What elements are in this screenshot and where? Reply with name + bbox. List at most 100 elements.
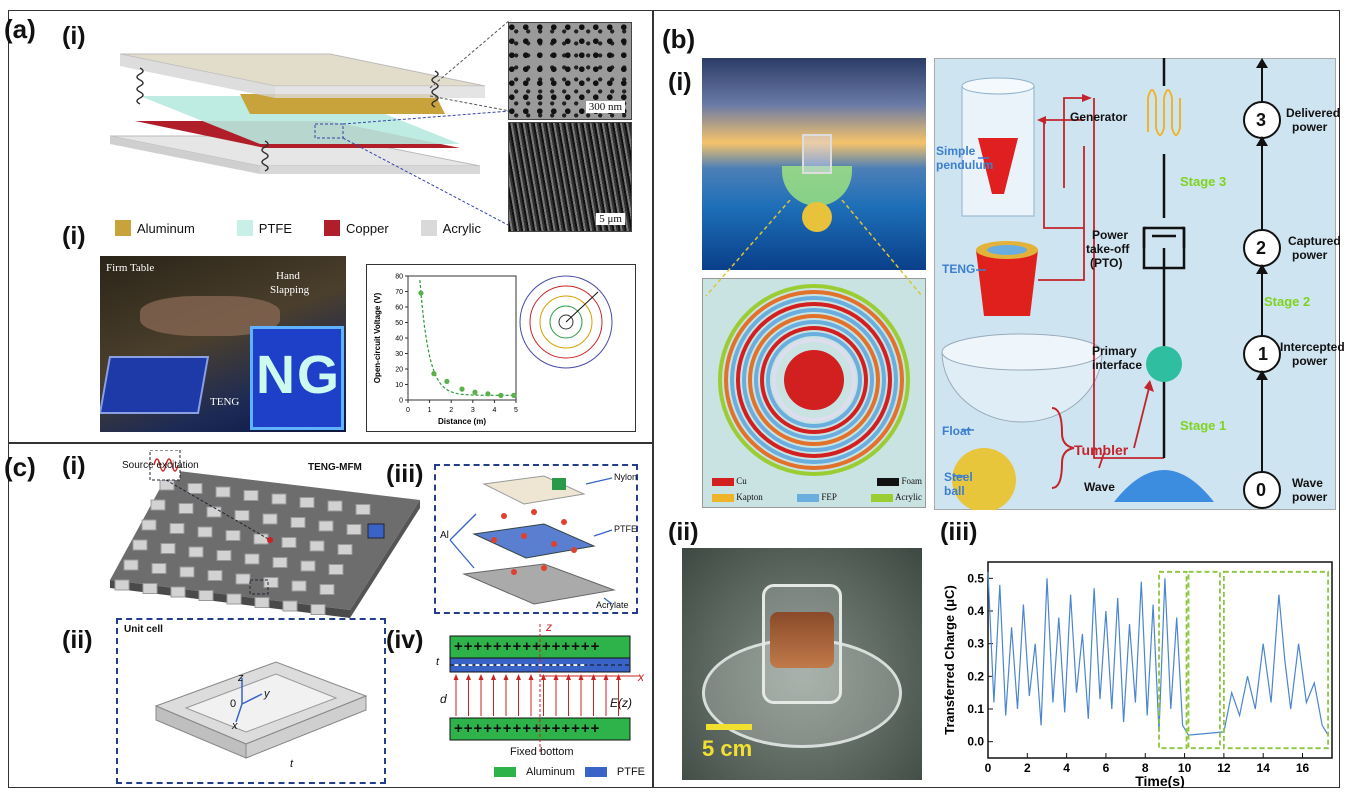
a-chart-ytick-label: 40: [395, 336, 403, 343]
c-grid-cell: [188, 546, 204, 558]
a-legend-label: Aluminum: [137, 220, 195, 236]
b-ii-scale-label: 5 cm: [702, 736, 753, 761]
b-rings-legend-label: Cu: [736, 476, 747, 486]
b-chart-highlight-box: [1158, 570, 1188, 750]
c-grid-cell: [327, 500, 343, 512]
a-sem-image-bottom: 5 μm: [508, 122, 632, 232]
a-chart-ytick-label: 50: [395, 320, 403, 327]
b-rings-legend-row: Kapton FEP Acrylic: [712, 492, 922, 502]
c-grid-cell: [142, 583, 158, 594]
c-axis-y: y: [264, 688, 270, 700]
a-legend-label: Copper: [346, 220, 389, 236]
c-axis-o: 0: [230, 698, 237, 710]
b-ii-photo: 5 cm: [682, 548, 922, 780]
c-grid-cell: [198, 590, 214, 601]
b-captured-1: Captured: [1288, 234, 1341, 248]
b-simple-1: Simple: [936, 144, 976, 158]
b-rings-legend-swatch: [712, 493, 734, 502]
c-axis-x: x: [232, 720, 238, 732]
c-iv-z: z: [546, 620, 552, 634]
a-chart-ytick-label: 70: [395, 289, 403, 296]
b-stage1: Stage 1: [1180, 418, 1227, 433]
b-chart-xtick-label: 6: [1103, 761, 1110, 775]
panel-label-c: (c): [4, 452, 36, 482]
a-chart-point: [511, 392, 517, 398]
a-chart-target-ring: [558, 314, 574, 330]
a-chart-point: [444, 378, 450, 384]
panel-label-b-ii: (ii): [668, 518, 699, 546]
a-sem-image-top: 300 nm: [508, 22, 632, 120]
a-photo-ng-text: NG: [256, 345, 341, 405]
b-pto-1: Power: [1092, 228, 1129, 242]
b-rings-legend-label: Foam: [901, 476, 922, 486]
b-teng-label: TENG: [942, 262, 976, 276]
c-grid-cell: [234, 510, 250, 521]
c-grid-cell: [309, 540, 325, 552]
c-grid-cell: [141, 519, 157, 531]
c-ptfe-label: PTFE: [614, 524, 638, 534]
c-t0-label: t: [290, 758, 294, 770]
c-grid-cell: [355, 504, 371, 515]
a-scale-bottom: 5 μm: [596, 213, 625, 225]
b-rings-legend-row: Cu Foam: [712, 476, 922, 486]
c-grid-cell: [318, 520, 334, 532]
b-rings-legend-item: Acrylic: [871, 492, 922, 502]
c-iv-legend-label: PTFE: [616, 766, 646, 778]
a-chart-xlabel: Distance (m): [438, 417, 486, 426]
c-grid-cell: [337, 544, 353, 555]
panel-label-a-i2: (i): [62, 222, 86, 250]
b-chart-highlight-box: [1187, 570, 1221, 750]
b-diagram-shapes: [941, 58, 1281, 510]
c-grid-cell: [235, 573, 251, 585]
b-chart-ytick-label: 0.5: [967, 571, 984, 585]
b-chart-ytick-label: 0.1: [967, 702, 984, 716]
b-chart-xlabel: Time(s): [1135, 773, 1185, 788]
b-chart-ytick-label: 0.3: [967, 637, 984, 651]
a-chart-ytick-label: 80: [395, 274, 403, 281]
c-grid-cell: [319, 584, 335, 595]
c-grid-cell: [263, 577, 279, 588]
c-iv-field-arrowhead: [466, 674, 471, 680]
c-grid-cell: [254, 597, 270, 608]
c-grid-cell: [310, 604, 326, 615]
b-float-cylinder: [802, 134, 832, 174]
b-stage2: Stage 2: [1264, 294, 1311, 309]
b-tumbler-label: Tumbler: [1074, 442, 1129, 458]
b-chart-xtick-label: 2: [1024, 761, 1031, 775]
panel-label-a-i: (i): [62, 22, 86, 50]
divider-vertical: [652, 10, 654, 788]
c-iv-field-arrowhead: [566, 674, 571, 680]
b-chart-series-line: [987, 571, 1329, 736]
b-chart-xtick-label: 4: [1063, 761, 1070, 775]
c-iv-legend-swatch: [584, 767, 607, 777]
b-wave-label: Wave: [1084, 480, 1115, 494]
b-intercepted-2: power: [1292, 354, 1328, 368]
b-chart-xtick-label: 10: [1178, 761, 1192, 775]
b-float-label: Float: [942, 424, 971, 438]
b-zoom-lines: [705, 200, 923, 297]
b-node-3: 3: [1256, 110, 1267, 130]
b-steel-ball: [802, 202, 832, 232]
b-chart-ytick-label: 0.4: [967, 604, 984, 618]
b-pto-2: take-off: [1086, 242, 1130, 256]
b-chart-ytick-label: 0.2: [967, 669, 984, 683]
c-iii-box: [434, 464, 638, 614]
b-chart-xtick-label: 16: [1296, 761, 1310, 775]
divider-horizontal: [8, 442, 653, 444]
c-iv-illustration: [449, 624, 640, 752]
b-rings-legend-label: Acrylic: [895, 492, 922, 502]
c-grid-cell: [151, 563, 167, 574]
b-captured-2: power: [1292, 248, 1328, 262]
b-primary-1: Primary: [1092, 344, 1137, 358]
c-square-grid: [114, 479, 371, 615]
a-chart-target-ring: [519, 275, 613, 369]
b-rings-legend-item: Kapton: [712, 492, 763, 502]
c-nylon-label: Nylon: [614, 472, 638, 482]
a-chart-point: [431, 371, 437, 377]
a-chart-target-ring: [529, 285, 603, 359]
a-legend-label: Acrylic: [442, 220, 481, 236]
c-grid-cell: [281, 537, 297, 548]
b-delivered-2: power: [1292, 120, 1328, 134]
a-photo-hand-1: Hand: [276, 270, 300, 282]
